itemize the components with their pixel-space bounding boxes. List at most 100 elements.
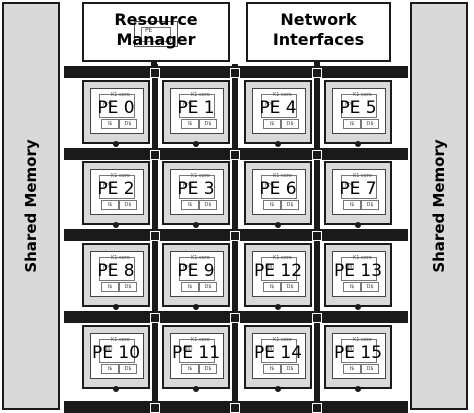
pe-dcache: D$: [119, 282, 137, 292]
resource-manager-label: Resource Manager: [114, 10, 198, 49]
pe-core-outline: [261, 94, 297, 118]
pe-core-outline: [99, 94, 135, 118]
pe-icache: I$: [263, 119, 281, 129]
pe-dcache: D$: [119, 364, 137, 374]
pe-core-caption: K1 core: [353, 173, 372, 179]
pe-dcache: D$: [119, 200, 137, 210]
pe-label: PE 12: [253, 261, 303, 281]
pe-icache: I$: [263, 282, 281, 292]
pe-fpu-caption: FPU: [345, 265, 355, 271]
pe-label: PE 13: [333, 261, 383, 281]
bus-junction: [150, 403, 160, 413]
pe-label: PE 8: [97, 261, 135, 281]
pe-dcache: D$: [281, 119, 299, 129]
bus-junction: [312, 231, 322, 241]
network-interfaces-port: [314, 60, 320, 66]
pe-icache: I$: [101, 200, 119, 210]
bus-junction: [230, 68, 240, 78]
pe-icache: I$: [101, 119, 119, 129]
pe-core-caption: K1 core: [111, 337, 130, 343]
pe-icache: I$: [181, 200, 199, 210]
shared-memory-left-label: Shared Memory: [22, 139, 40, 273]
pe-icache: I$: [181, 282, 199, 292]
pe-fpu-caption: FPU: [345, 183, 355, 189]
pe-icache: I$: [181, 119, 199, 129]
network-interfaces-box: Network Interfaces: [246, 2, 391, 62]
chip-inner-outline: [141, 27, 171, 42]
bus-junction: [312, 403, 322, 413]
shared-memory-left: Shared Memory: [2, 2, 60, 410]
pe-port: [355, 222, 361, 228]
pe-label: PE 0: [97, 98, 135, 118]
chip-caption: PE: [145, 27, 153, 34]
resource-manager-box: PE Resource Manager: [82, 2, 230, 62]
pe-icache: I$: [343, 119, 361, 129]
pe-fpu-caption: FPU: [345, 347, 355, 353]
pe-core-caption: K1 core: [191, 173, 210, 179]
pe-label: PE 6: [259, 179, 297, 199]
pe-icache: I$: [343, 364, 361, 374]
pe-fpu-caption: FPU: [265, 183, 275, 189]
bus-junction: [312, 68, 322, 78]
pe-dcache: D$: [199, 200, 217, 210]
bus-junction: [150, 68, 160, 78]
pe-fpu-caption: FPU: [265, 102, 275, 108]
pe-core-caption: K1 core: [273, 92, 292, 98]
pe-label: PE 11: [171, 343, 221, 363]
pe-fpu-caption: FPU: [103, 347, 113, 353]
pe-fpu-caption: FPU: [183, 102, 193, 108]
pe-icache: I$: [263, 364, 281, 374]
bus-junction: [230, 150, 240, 160]
pe-label: PE 1: [177, 98, 215, 118]
pe-core-caption: K1 core: [353, 255, 372, 261]
pe-port: [113, 141, 119, 147]
pe-port: [193, 304, 199, 310]
pe-core-caption: K1 core: [273, 173, 292, 179]
pe-port: [113, 222, 119, 228]
pe-dcache: D$: [199, 282, 217, 292]
pe-port: [113, 386, 119, 392]
pe-dcache: D$: [119, 119, 137, 129]
pe-label: PE 15: [333, 343, 383, 363]
bus-junction: [150, 150, 160, 160]
pe-fpu-caption: FPU: [183, 347, 193, 353]
pe-fpu-caption: FPU: [345, 102, 355, 108]
pe-fpu-caption: FPU: [265, 347, 275, 353]
pe-icache: I$: [181, 364, 199, 374]
pe-port: [193, 141, 199, 147]
pe-port: [275, 222, 281, 228]
bus-junction: [150, 313, 160, 323]
pe-core-outline: [99, 257, 135, 281]
bus-junction: [230, 231, 240, 241]
pe-dcache: D$: [281, 282, 299, 292]
pe-core-outline: [179, 257, 215, 281]
pe-core-caption: K1 core: [353, 92, 372, 98]
pe-core-outline: [341, 175, 377, 199]
pe-port: [113, 304, 119, 310]
pe-port: [275, 304, 281, 310]
